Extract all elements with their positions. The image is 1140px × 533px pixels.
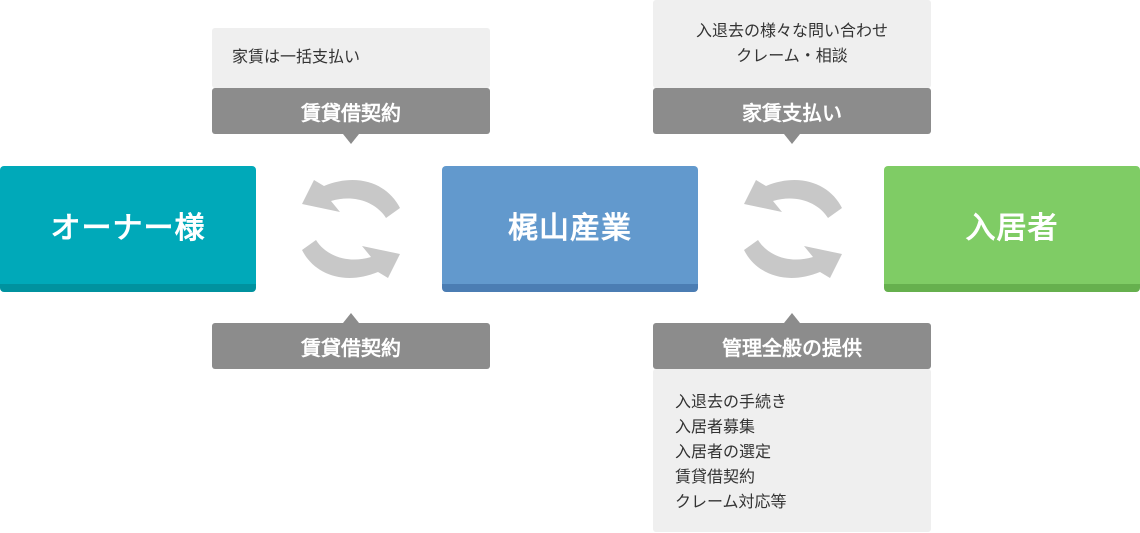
left-bottom-bar-label: 賃貸借契約 <box>301 335 401 360</box>
right-top-note-line-2: クレーム・相談 <box>736 46 848 65</box>
company-box: 梶山産業 <box>442 166 698 292</box>
list-item: クレーム対応等 <box>675 492 787 511</box>
right-cycle-arrows-icon <box>744 180 842 278</box>
left-top-note-text: 家賃は一括支払い <box>232 47 361 66</box>
right-bottom-list: 入退去の手続き 入居者募集 入居者の選定 賃貸借契約 クレーム対応等 <box>653 369 931 532</box>
right-top-pointer <box>784 134 800 144</box>
right-bottom-pointer <box>784 313 800 323</box>
left-top-bar-label: 賃貸借契約 <box>301 100 401 125</box>
right-top-note-line-1: 入退去の様々な問い合わせ <box>695 21 888 40</box>
list-item: 入居者の選定 <box>675 442 772 461</box>
right-top-bar-label: 家賃支払い <box>742 100 842 125</box>
list-item: 入居者募集 <box>675 417 756 436</box>
right-top-bar: 家賃支払い <box>653 88 931 134</box>
right-bottom-bar: 管理全般の提供 <box>653 323 931 369</box>
left-bottom-bar: 賃貸借契約 <box>212 323 490 369</box>
left-bottom-pointer <box>343 313 359 323</box>
list-item: 入退去の手続き <box>675 392 788 411</box>
left-top-pointer <box>343 134 359 144</box>
tenant-box: 入居者 <box>884 166 1140 292</box>
right-bottom-bar-label: 管理全般の提供 <box>722 335 862 360</box>
left-cycle-arrows-icon <box>302 180 400 278</box>
tenant-label: 入居者 <box>965 211 1059 246</box>
list-item: 賃貸借契約 <box>675 467 756 486</box>
company-label: 梶山産業 <box>508 211 632 246</box>
owner-box: オーナー様 <box>0 166 256 292</box>
left-top-note: 家賃は一括支払い <box>212 28 490 88</box>
right-top-note: 入退去の様々な問い合わせ クレーム・相談 <box>653 0 931 88</box>
owner-label: オーナー様 <box>50 211 206 246</box>
left-top-bar: 賃貸借契約 <box>212 88 490 134</box>
